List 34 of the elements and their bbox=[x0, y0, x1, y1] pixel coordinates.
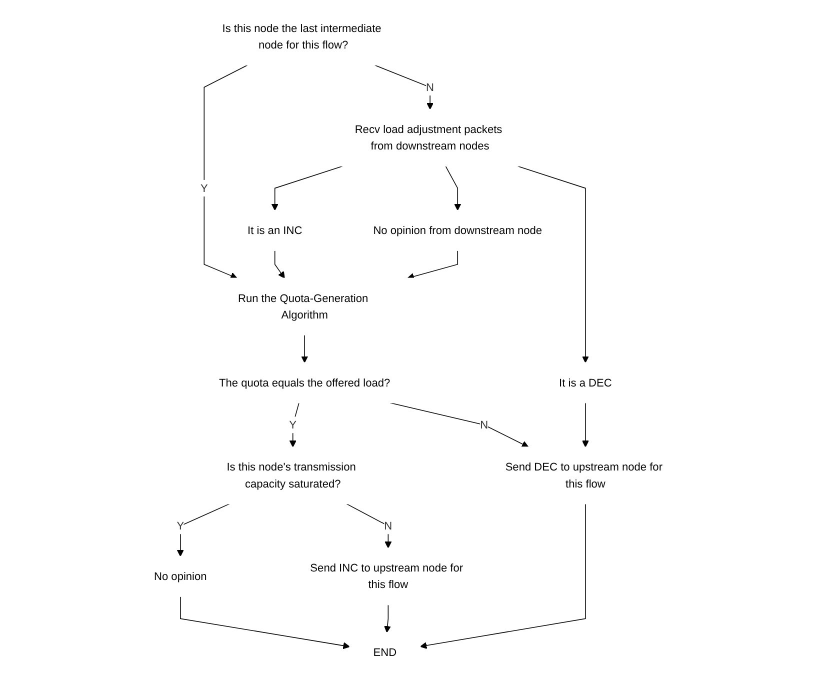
node-text: No opinion bbox=[154, 570, 208, 582]
node-text: Send INC to upstream node for this flow bbox=[310, 561, 464, 591]
arrow bbox=[517, 166, 590, 363]
edge-label: N bbox=[426, 80, 434, 94]
arrow bbox=[374, 64, 434, 110]
arrow bbox=[272, 166, 344, 211]
arrow bbox=[204, 64, 248, 279]
node-text: Is this node's transmission capacity saturated? bbox=[227, 460, 356, 490]
arrow bbox=[390, 402, 530, 448]
node-text: Recv load adjustment packets from downstream nodes bbox=[355, 122, 503, 152]
node-text: It is an INC bbox=[248, 224, 303, 236]
arrow bbox=[446, 166, 462, 211]
node-text: Send DEC to upstream node for this flow bbox=[506, 460, 663, 490]
arrow bbox=[180, 596, 350, 650]
node-text: The quota equals the offered load? bbox=[219, 376, 391, 389]
edge-label: N bbox=[384, 519, 393, 532]
arrow bbox=[384, 604, 392, 633]
edge-label: Y bbox=[290, 418, 297, 431]
arrow bbox=[274, 250, 286, 278]
edge-label: N bbox=[480, 418, 488, 431]
edge-label: Y bbox=[177, 519, 184, 532]
arrow bbox=[346, 503, 392, 548]
arrow bbox=[177, 503, 230, 557]
arrow bbox=[420, 503, 586, 649]
arrow bbox=[290, 402, 300, 448]
edge-label: Y bbox=[200, 182, 208, 194]
arrow bbox=[302, 334, 308, 363]
node-text: Is this node the last intermediate node for this flow? bbox=[222, 22, 382, 51]
node-text: END bbox=[374, 646, 398, 658]
arrow bbox=[408, 250, 458, 280]
node-text: It is a DEC bbox=[559, 376, 612, 389]
node-text: Run the Quota-Generation Algorithm bbox=[238, 292, 369, 321]
arrow bbox=[582, 402, 590, 448]
node-text: No opinion from downstream node bbox=[374, 224, 542, 236]
